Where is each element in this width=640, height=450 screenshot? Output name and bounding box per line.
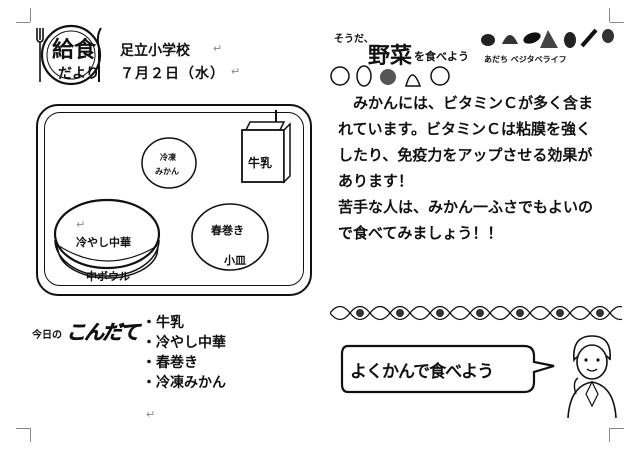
teacher-character-icon: [567, 335, 617, 419]
bowl-label: 中ボウル: [86, 270, 130, 283]
menu-title-main: こんだて: [66, 320, 141, 345]
newsletter-title: 給食: [52, 38, 97, 63]
newsletter-subtitle: だより: [58, 66, 100, 82]
crop-mark-br: [609, 428, 610, 442]
crop-mark-tl: [30, 8, 31, 22]
noodle-label: 冷やし中華: [76, 236, 131, 249]
crop-mark-bl-h: [16, 428, 30, 429]
frozen-mikan-dish: [141, 137, 197, 189]
veggie-banner-tail: を食べよう: [414, 50, 469, 63]
menu-item: ・春巻き: [142, 355, 198, 371]
speech-bubble: [340, 344, 555, 394]
article-body: みかんには、ビタミンＣが多く含ま れています。ビタミンＣは粘膜を強く したり、免…: [338, 84, 608, 244]
decorative-divider: [330, 305, 622, 321]
school-name: 足立小学校: [120, 43, 190, 59]
frozen-label-2: みかん: [155, 167, 179, 176]
article-line: したり、免疫力をアップさせる効果が: [338, 146, 593, 164]
paragraph-mark: ↵: [76, 218, 86, 231]
menu-title-prefix: 今日の: [32, 330, 62, 341]
article-line: れています。ビタミンＣは粘膜を強く: [338, 120, 592, 138]
article-line: みかんには、ビタミンＣが多く含ま: [338, 94, 594, 112]
chew-well-slogan: よくかんで食べよう: [350, 362, 494, 382]
paragraph-mark: ↵: [231, 65, 241, 78]
crop-mark-tr-h: [610, 22, 624, 23]
menu-item: ・冷やし中華: [142, 335, 226, 351]
vegetables-icon: [481, 28, 614, 48]
crop-mark-tr: [609, 8, 610, 22]
veggie-banner-lead: そうだ、: [334, 34, 374, 45]
veggie-banner-big: 野菜: [368, 44, 413, 69]
spring-roll-plate: [191, 203, 269, 271]
milk-carton-icon: [241, 110, 291, 184]
milk-label: 牛乳: [248, 156, 273, 170]
crop-mark-tl-h: [16, 22, 30, 23]
crop-mark-bl: [30, 428, 31, 442]
paragraph-mark: ↵: [213, 42, 223, 55]
article-line: で食べてみましょう！！: [338, 224, 503, 242]
todays-menu-title: 今日の こんだて: [32, 316, 140, 350]
menu-item: ・牛乳: [142, 315, 184, 331]
article-line: 苦手な人は、みかん一ふさでもよいの: [338, 198, 594, 216]
menu-item: ・冷凍みかん: [142, 375, 226, 391]
paragraph-mark: ↵: [146, 408, 156, 421]
lunch-tray: [36, 104, 312, 296]
noodle-bowl: [53, 198, 161, 279]
crop-mark-br-h: [610, 428, 624, 429]
spring-roll-label: 春巻き: [211, 224, 244, 237]
plate-label: 小皿: [224, 254, 246, 267]
plate-fork-knife-icon: [36, 24, 102, 86]
lunch-tray-inner: [44, 112, 304, 286]
article-line: あります！: [338, 172, 414, 190]
veggie-banner: そうだ、 野菜 を食べよう あだち ベジタベライフ: [328, 24, 620, 88]
vegetable-characters-icon: [330, 65, 450, 87]
veggie-banner-sub: あだち ベジタベライフ: [484, 55, 567, 64]
menu-list: ・牛乳 ・冷やし中華 ・春巻き ・冷凍みかん: [142, 313, 226, 393]
issue-date: ７月２日（水）: [120, 66, 225, 82]
frozen-label-1: 冷凍: [160, 153, 176, 162]
